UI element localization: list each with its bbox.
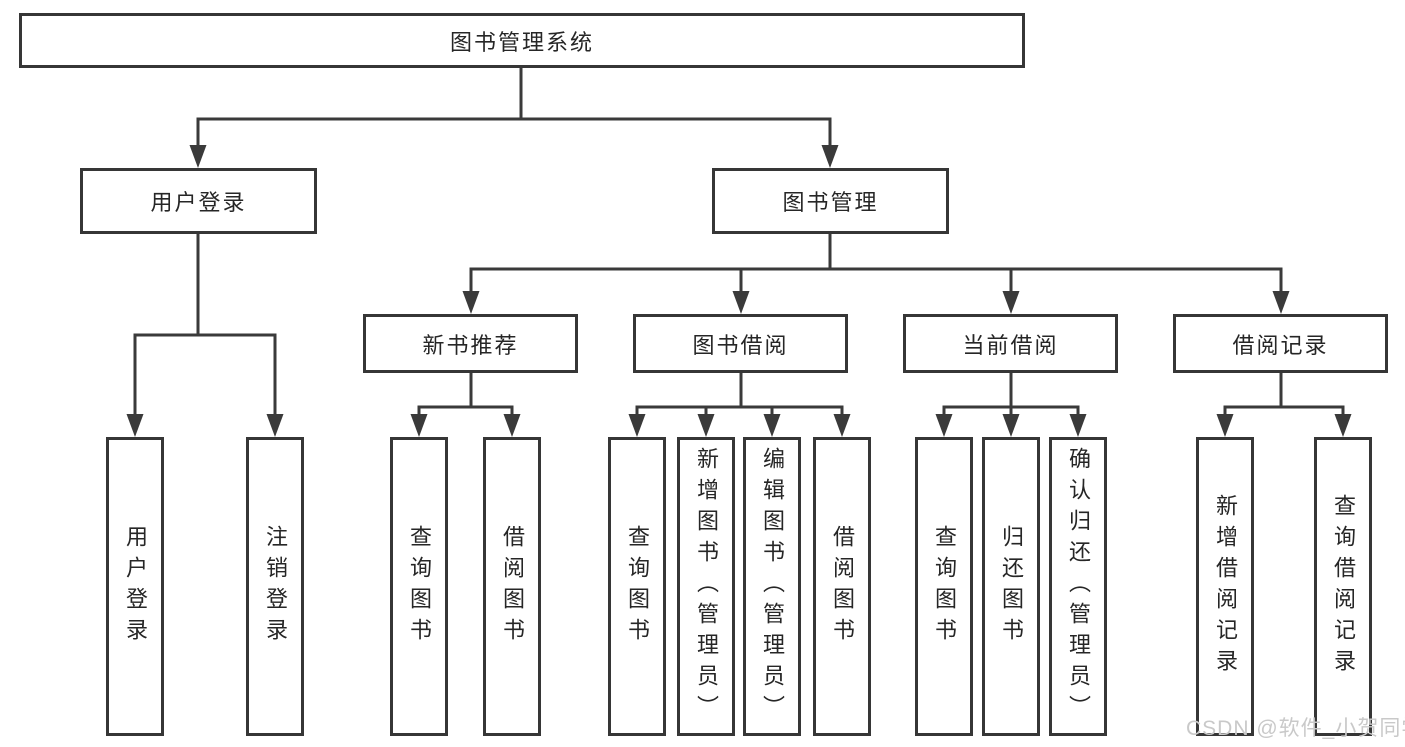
arrowhead-icon [732,291,750,314]
arrowhead-icon [1002,291,1020,314]
csdn-watermark: CSDN @软件_小贺同学 [1186,717,1405,740]
arrowhead-icon [1272,291,1290,314]
arrowhead-icon [821,145,839,168]
node-new-book-recommend: 新书推荐 [363,314,578,373]
leaf-add-borrow-record: 新增借阅记录 [1196,437,1254,736]
connector-new-book-recommend [410,371,521,437]
node-book-management: 图书管理 [712,168,949,234]
node-library-system: 图书管理系统 [19,13,1025,68]
connector-root [189,66,839,168]
leaf-return-books: 归还图书 [982,437,1040,736]
arrowhead-icon [266,414,284,437]
arrowhead-icon [628,414,646,437]
arrowhead-icon [833,414,851,437]
arrowhead-icon [126,414,144,437]
arrowhead-icon [1334,414,1352,437]
node-current-borrowing: 当前借阅 [903,314,1118,373]
arrowhead-icon [503,414,521,437]
arrowhead-icon [935,414,953,437]
leaf-edit-book-admin: 编辑图书（管理员） [743,437,801,736]
arrowhead-icon [1069,414,1087,437]
arrowhead-icon [189,145,207,168]
arrowhead-icon [1216,414,1234,437]
connector-borrow-records [1216,371,1352,437]
arrowhead-icon [697,414,715,437]
leaf-confirm-return-admin: 确认归还（管理员） [1049,437,1107,736]
connector-book-borrowing [628,371,851,437]
leaf-query-borrow-record: 查询借阅记录 [1314,437,1372,736]
leaf-borrow-books: 借阅图书 [813,437,871,736]
leaf-query-books-borrowing: 查询图书 [608,437,666,736]
node-borrow-records: 借阅记录 [1173,314,1388,373]
arrowhead-icon [763,414,781,437]
connector-current-borrowing [935,371,1087,437]
connector-user-login [126,232,284,437]
leaf-borrow-books-recommend: 借阅图书 [483,437,541,736]
leaf-add-book-admin: 新增图书（管理员） [677,437,735,736]
arrowhead-icon [410,414,428,437]
connector-book-management [462,232,1290,314]
leaf-query-books-recommend: 查询图书 [390,437,448,736]
leaf-user-login: 用户登录 [106,437,164,736]
arrowhead-icon [1002,414,1020,437]
node-book-borrowing: 图书借阅 [633,314,848,373]
leaf-query-books-current: 查询图书 [915,437,973,736]
arrowhead-icon [462,291,480,314]
leaf-logout-login: 注销登录 [246,437,304,736]
node-user-login: 用户登录 [80,168,317,234]
